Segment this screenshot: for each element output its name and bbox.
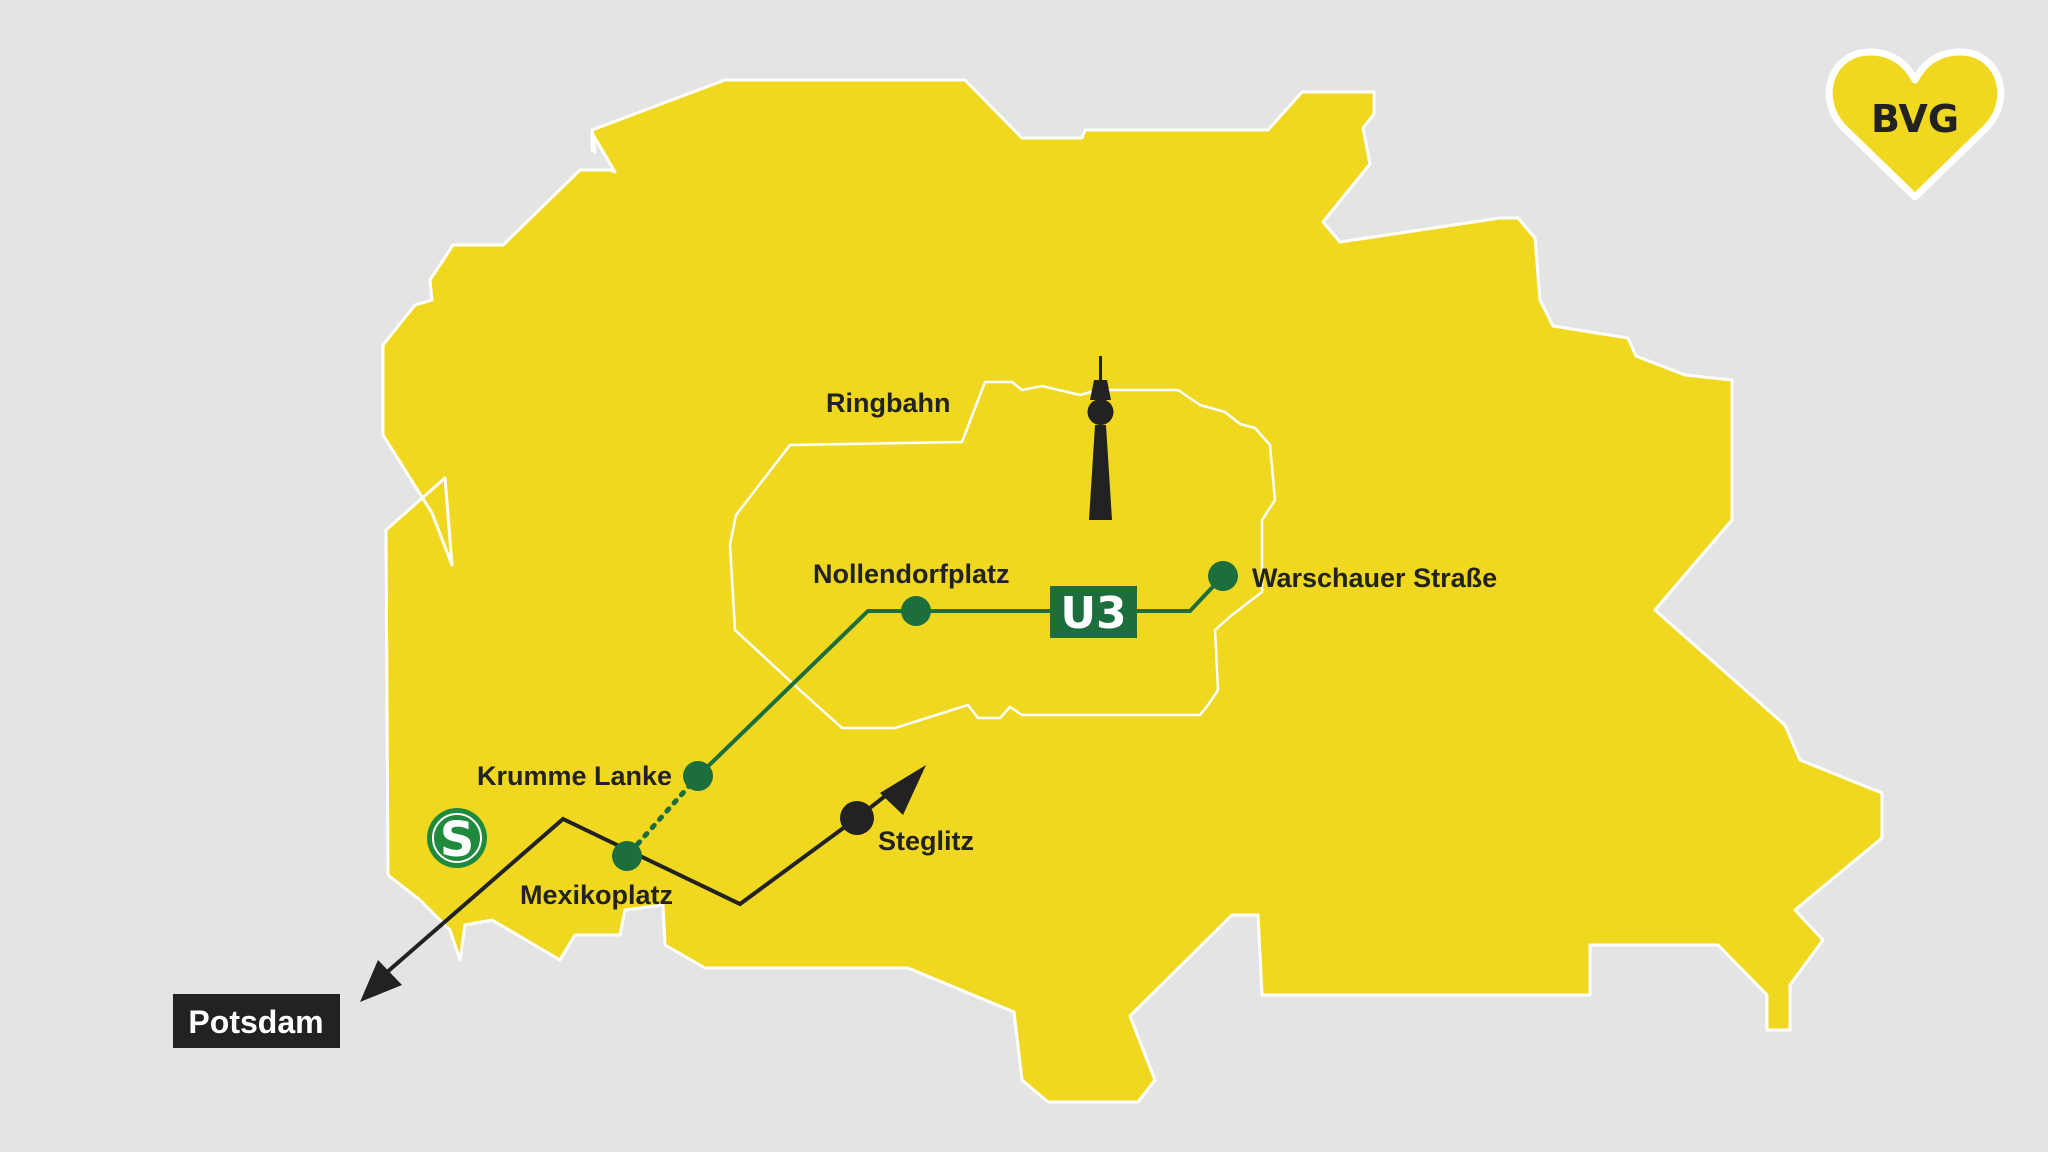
arrow-head-steglitz xyxy=(880,765,926,815)
ringbahn-outline xyxy=(728,380,1277,730)
station-mexikoplatz xyxy=(612,841,642,871)
label-krumme-lanke: Krumme Lanke xyxy=(477,761,672,791)
u3-badge-text: U3 xyxy=(1060,588,1126,639)
label-steglitz: Steglitz xyxy=(878,826,974,856)
s-bahn-route xyxy=(376,816,859,982)
u3-badge: U3 xyxy=(1050,586,1137,639)
bvg-heart-logo: BVG xyxy=(1825,48,2005,201)
u3-dotted-link xyxy=(624,773,701,859)
station-krumme-lanke xyxy=(683,761,713,791)
station-nollendorfplatz xyxy=(901,596,931,626)
tv-tower-icon xyxy=(1087,356,1114,520)
bvg-logo-text: BVG xyxy=(1871,97,1959,141)
ringbahn-label: Ringbahn xyxy=(826,388,950,418)
u3-line xyxy=(696,574,1225,778)
station-warschauer-strasse xyxy=(1208,561,1238,591)
label-warschauer-strasse: Warschauer Straße xyxy=(1252,563,1497,593)
arrow-head-potsdam xyxy=(360,960,402,1002)
s-bahn-icon-letter: S xyxy=(440,812,475,868)
label-mexikoplatz: Mexikoplatz xyxy=(520,880,673,910)
label-nollendorfplatz: Nollendorfplatz xyxy=(813,559,1010,589)
potsdam-badge: Potsdam xyxy=(173,994,340,1048)
potsdam-label: Potsdam xyxy=(188,1004,323,1040)
s-bahn-icon: S xyxy=(427,808,487,868)
station-steglitz xyxy=(840,801,874,835)
